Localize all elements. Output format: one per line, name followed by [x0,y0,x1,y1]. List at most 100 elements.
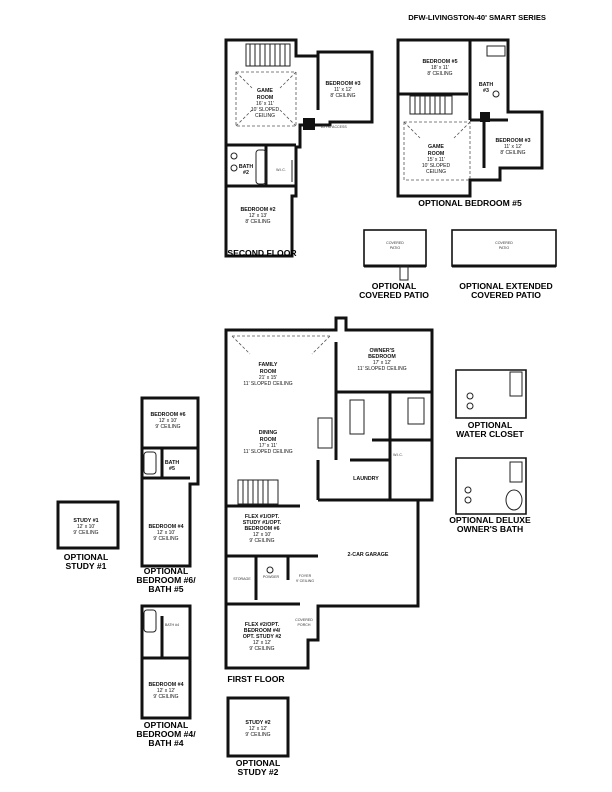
optional-bedroom-6-plan: BEDROOM #6 12' x 10' 9' CEILING BATH #5 … [136,396,200,594]
patio-label: COVERED [386,241,404,245]
game-room-b-label: GAME [428,144,444,150]
optional-bedroom-4-title: OPTIONAL [144,720,188,730]
ext-patio-label-2: PATIO [499,246,509,250]
laundry-label: LAUNDRY [353,476,379,482]
family-room-size: 21' x 15' [259,375,277,381]
game-room-b-label-2: ROOM [428,151,445,157]
dining-room-label-2: ROOM [260,437,277,443]
optional-extended-patio-title: OPTIONAL EXTENDED [459,281,552,291]
storage-label: STORAGE [233,577,251,581]
optional-bedroom-4-title-3: BATH #4 [148,738,183,748]
plan-series-header: DFW-LIVINGSTON-40' SMART SERIES [408,13,546,22]
powder-label: POWDER [263,575,280,579]
optional-bedroom-4-title-2: BEDROOM #4/ [136,729,196,739]
optional-deluxe-bath-title: OPTIONAL DELUXE [449,515,531,525]
study-2-ceiling: 9' CEILING [245,732,270,738]
optional-study-2-title-2: STUDY #2 [238,767,279,777]
flex-2-label: FLEX #2/OPT. [245,622,280,628]
optional-study-2-title: OPTIONAL [236,758,280,768]
optional-bedroom-6-title-3: BATH #5 [148,584,183,594]
porch-label-2: PORCH [298,623,311,627]
optional-covered-patio-title-2: COVERED PATIO [359,290,429,300]
dining-room-size: 17' x 11' [259,443,277,449]
bedroom-4-opt-ceiling: 9' CEILING [153,536,178,542]
study-1-size: 12' x 10' [77,524,95,530]
bedroom-5-ceiling: 8' CEILING [427,71,452,77]
flex-1-label-3: BEDROOM #6 [244,526,279,532]
bedroom-4b-label: BEDROOM #4 [148,682,183,688]
game-room-label-2: ROOM [257,95,274,101]
optional-covered-patio-plan: COVERED PATIO OPTIONAL COVERED PATIO [359,229,429,300]
bedroom-4b-ceiling: 9' CEILING [153,694,178,700]
bedroom-3b-size: 11' x 12' [504,144,522,150]
flex-2-label-2: BEDROOM #4/ [244,628,281,634]
bath-4-label: BATH #4 [165,623,179,627]
optional-deluxe-bath-title-2: OWNER'S BATH [457,524,523,534]
bedroom-6-ceiling: 9' CEILING [155,424,180,430]
porch-label: COVERED [295,618,313,622]
first-floor-plan: FAMILY ROOM 21' x 15' 11' SLOPED CEILING… [224,316,434,684]
dining-room-label: DINING [259,430,278,436]
ext-patio-label: COVERED [495,241,513,245]
optional-covered-patio-title: OPTIONAL [372,281,416,291]
bath-3-label: BATH [479,82,493,88]
flex-2-size: 12' x 12' [253,640,271,646]
game-room-ceiling-2: CEILING [255,113,275,119]
bath-2-label-2: #2 [243,170,249,176]
optional-extended-patio-plan: COVERED PATIO OPTIONAL EXTENDED COVERED … [451,229,557,300]
bedroom-6-label: BEDROOM #6 [150,412,185,418]
owners-bedroom-size: 17' x 12' [373,360,391,366]
study-1-label: STUDY #1 [73,518,98,524]
game-room-b-size: 15' x 11' [427,157,445,163]
second-floor-title: SECOND FLOOR [227,248,297,258]
bedroom-2-size: 12' x 13' [249,213,267,219]
patio-label-2: PATIO [390,246,400,250]
foyer-ceiling: 9' CEILING [296,579,314,583]
optional-study-1-plan: STUDY #1 12' x 10' 9' CEILING OPTIONAL S… [56,500,120,571]
flex-2-ceiling: 9' CEILING [249,646,274,652]
bedroom-3-ceiling: 8' CEILING [330,93,355,99]
optional-study-2-plan: STUDY #2 12' x 12' 9' CEILING OPTIONAL S… [226,696,290,777]
foyer-label: FOYER [299,574,312,578]
family-room-label-2: ROOM [260,369,277,375]
family-room-label: FAMILY [259,362,278,368]
bedroom-3-label: BEDROOM #3 [325,81,360,87]
bedroom-2-label: BEDROOM #2 [240,207,275,213]
owners-bedroom-label-2: BEDROOM [368,354,396,360]
bedroom-2-ceiling: 8' CEILING [245,219,270,225]
family-room-ceiling: 11' SLOPED CEILING [243,381,292,387]
optional-extended-patio-title-2: COVERED PATIO [471,290,541,300]
optional-bedroom-6-title-2: BEDROOM #6/ [136,575,196,585]
bath-5-label-2: #5 [169,466,175,472]
flex-1-ceiling: 9' CEILING [249,538,274,544]
bedroom-6-size: 12' x 10' [159,418,177,424]
bedroom-4-opt-size: 12' x 10' [157,530,175,536]
bedroom-3b-label: BEDROOM #3 [495,138,530,144]
bedroom-5-label: BEDROOM #5 [422,59,457,65]
flex-1-label-2: STUDY #1/OPT. [243,520,282,526]
bath-2-label: BATH [239,164,253,170]
optional-bedroom-6-title: OPTIONAL [144,566,188,576]
study-2-label: STUDY #2 [245,720,270,726]
owners-wic-label: W.I.C. [393,453,403,457]
garage-label: 2-CAR GARAGE [348,552,389,558]
optional-bedroom-4-plan: BATH #4 BEDROOM #4 12' x 12' 9' CEILING … [136,604,196,748]
game-room-label: GAME [257,88,273,94]
game-room-b-ceiling-2: CEILING [426,169,446,175]
optional-study-1-title: OPTIONAL [64,552,108,562]
optional-deluxe-bath-plan: OPTIONAL DELUXE OWNER'S BATH [449,457,531,534]
game-room-ceiling: 10' SLOPED [251,107,280,113]
bath-5-label: BATH [165,460,179,466]
optional-water-closet-title: OPTIONAL [468,420,512,430]
flex-1-size: 12' x 10' [253,532,271,538]
optional-water-closet-plan: OPTIONAL WATER CLOSET [455,369,527,439]
study-2-size: 12' x 12' [249,726,267,732]
first-floor-title: FIRST FLOOR [227,674,285,684]
bedroom-3b-ceiling: 8' CEILING [500,150,525,156]
optional-bedroom-5-plan: BEDROOM #5 18' x 11' 8' CEILING BATH #3 … [396,38,544,208]
bedroom-4b-size: 12' x 12' [157,688,175,694]
game-room-b-ceiling: 10' SLOPED [422,163,451,169]
owners-bedroom-label: OWNER'S [369,348,395,354]
bath-3-label-2: #3 [483,88,489,94]
